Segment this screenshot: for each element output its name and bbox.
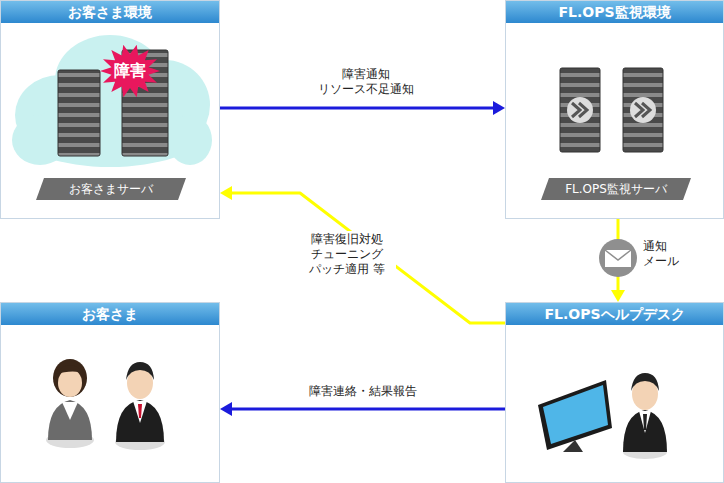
burst-outline (100, 45, 160, 98)
environment-panel: お客さま環境障害お客さまサーバ (0, 0, 220, 219)
party-panel: お客さま (0, 302, 220, 483)
server-label: FL.OPS監視サーバ (541, 178, 691, 200)
panel-heading: FL.OPSヘルプデスク (506, 303, 723, 325)
bar-outline (36, 178, 186, 200)
connector-label: 障害通知 リソース不足通知 (300, 66, 431, 98)
panel-heading: FL.OPS監視環境 (506, 1, 723, 23)
fault-burst: 障害 (99, 43, 161, 99)
server-name: FL.OPS監視サーバ (565, 181, 667, 198)
mail-icon (599, 239, 637, 277)
arrowhead (611, 290, 625, 302)
arrowhead (220, 402, 232, 416)
customer-woman (46, 359, 94, 448)
server-name: お客さまサーバ (69, 181, 153, 198)
monitor-server-rack (560, 68, 663, 152)
panel-heading: お客さま環境 (1, 1, 219, 23)
connector-line (230, 408, 505, 411)
cloud (12, 35, 212, 167)
bar-outline (541, 178, 691, 200)
connector (220, 402, 505, 416)
connector-label: 通知 メール (640, 238, 690, 270)
server-label: お客さまサーバ (36, 178, 186, 200)
party-panel: FL.OPSヘルプデスク (505, 302, 724, 483)
arrowhead (220, 186, 232, 200)
panel-heading: お客さま (1, 303, 219, 325)
helpdesk-operator (623, 373, 667, 459)
connector-line (220, 107, 495, 110)
arrowhead (493, 101, 505, 115)
connector-label: 障害復旧対処 チューニング パッチ適用 等 (298, 231, 396, 278)
connector-line (230, 193, 505, 323)
customer-man (115, 362, 165, 450)
connector (220, 101, 505, 115)
helpdesk-monitor (538, 380, 612, 452)
connector (220, 186, 505, 323)
environment-panel: FL.OPS監視環境 FL.OPS監視サーバ (505, 0, 724, 219)
fault-text: 障害 (114, 61, 146, 82)
connector-label: 障害連絡・結果報告 (295, 383, 431, 400)
